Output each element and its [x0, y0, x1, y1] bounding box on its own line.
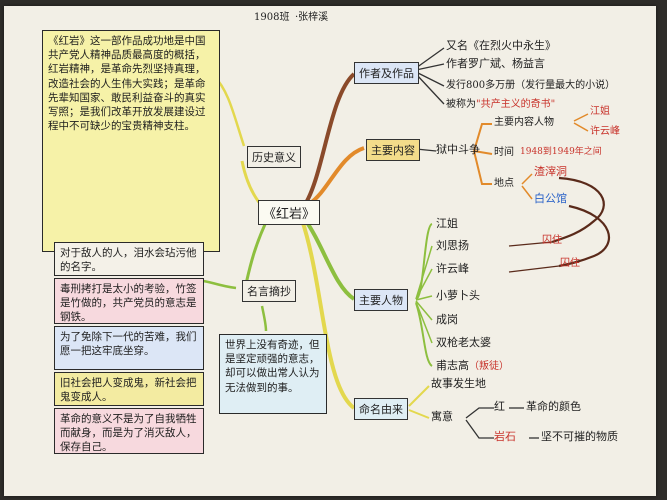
content-place-label: 地点 — [494, 178, 514, 189]
quote-box-5: 革命的意义不是为了自我牺牲而献身，而是为了消灭敌人，保存自己。 — [54, 408, 204, 454]
character-jiangjie: 江姐 — [436, 217, 458, 230]
branch-naming — [300, 219, 356, 410]
naming-rock-char: 岩石 — [494, 430, 516, 443]
mind-map-paper: 1908班 ·张梓溪 《红岩》这一部作品成功地是中国共产党人精神品质最高度的概括… — [4, 6, 656, 496]
content-node: 主要内容 — [366, 139, 420, 161]
quote-text-3: 为了免除下一代的苦难，我们愿一把这牢底坐穿。 — [60, 331, 197, 358]
quote-box-1: 对于敌人的人，泪水会玷污他的名字。 — [54, 242, 204, 276]
content-people-label: 主要内容人物 — [494, 117, 554, 128]
prison-tag-2: 囚住 — [560, 258, 580, 269]
author-item-alias: 又名《在烈火中永生》 — [446, 39, 556, 52]
character-xuyunfeng: 许云峰 — [436, 262, 469, 275]
author-node: 作者及作品 — [354, 62, 419, 84]
character-shuangqiang: 双枪老太婆 — [436, 336, 491, 349]
quote-text-2: 毒刑拷打是太小的考验，竹签是竹做的，共产党员的意志是钢铁。 — [60, 283, 197, 324]
quotes-node: 名言摘抄 — [242, 280, 296, 302]
character-xiaoluobotou: 小萝卜头 — [436, 289, 480, 302]
quote-box-4: 旧社会把人变成鬼，新社会把鬼变成人。 — [54, 372, 204, 406]
content-place-baigongguan: 白公馆 — [534, 192, 567, 205]
quote-box-3: 为了免除下一代的苦难，我们愿一把这牢底坐穿。 — [54, 326, 204, 370]
quote-text-5: 革命的意义不是为了自我牺牲而献身，而是为了消灭敌人，保存自己。 — [60, 413, 197, 454]
branch-content — [307, 146, 365, 206]
author-item-called: 被称为"共产主义的奇书" — [446, 99, 555, 111]
author-item-writers: 作者罗广斌、杨益言 — [446, 57, 545, 70]
student-name-label: ·张梓溪 — [295, 12, 329, 23]
quote-box-right: 世界上没有奇迹，但是坚定顽强的意志，却可以做出常人认为无法做到的事。 — [219, 334, 327, 414]
quote-text-4: 旧社会把人变成鬼，新社会把鬼变成人。 — [60, 377, 197, 404]
branch-author — [302, 72, 356, 208]
history-text-box: 《红岩》这一部作品成功地是中国共产党人精神品质最高度的概括，红岩精神，是革命先烈… — [42, 30, 220, 252]
character-puzhigao: 甫志高（叛徒） — [436, 359, 509, 373]
author-item-sales: 发行800多万册（发行量最大的小说） — [446, 80, 616, 91]
branch-quotes — [244, 215, 271, 285]
content-place-zhazidong: 渣滓洞 — [534, 165, 567, 178]
character-puzhigao-name: 甫志高 — [436, 359, 469, 372]
naming-place: 故事发生地 — [431, 377, 486, 390]
content-time-label: 时间 — [494, 147, 514, 158]
naming-rock-meaning: 坚不可摧的物质 — [541, 430, 618, 443]
naming-node: 命名由来 — [354, 398, 408, 420]
quote-text-right: 世界上没有奇迹，但是坚定顽强的意志，却可以做出常人认为无法做到的事。 — [225, 339, 320, 394]
characters-node: 主要人物 — [354, 289, 408, 311]
content-time-value: 1948到1949年之间 — [520, 147, 602, 157]
branch-characters — [302, 216, 356, 301]
naming-red-char: 红 — [494, 400, 505, 413]
class-name-label: 1908班 — [254, 12, 290, 23]
naming-meaning-label: 寓意 — [431, 410, 453, 423]
quote-text-1: 对于敌人的人，泪水会玷污他的名字。 — [60, 247, 197, 274]
character-chenggang: 成岗 — [436, 313, 458, 326]
naming-red-meaning: 革命的颜色 — [526, 400, 581, 413]
author-honor: "共产主义的奇书" — [476, 99, 556, 110]
quote-box-2: 毒刑拷打是太小的考验，竹签是竹做的，共产党员的意志是钢铁。 — [54, 278, 204, 324]
traitor-tag: （叛徒） — [469, 361, 509, 372]
author-called-label: 被称为 — [446, 99, 476, 110]
character-liusiyang: 刘思扬 — [436, 239, 469, 252]
content-theme: 狱中斗争 — [436, 143, 480, 156]
content-person-jiangjie: 江姐 — [590, 106, 610, 117]
prison-tag-1: 囚住 — [542, 235, 562, 246]
center-node: 《红岩》 — [258, 200, 321, 225]
content-person-xuyunfeng: 许云峰 — [590, 126, 620, 137]
history-node: 历史意义 — [247, 146, 301, 168]
